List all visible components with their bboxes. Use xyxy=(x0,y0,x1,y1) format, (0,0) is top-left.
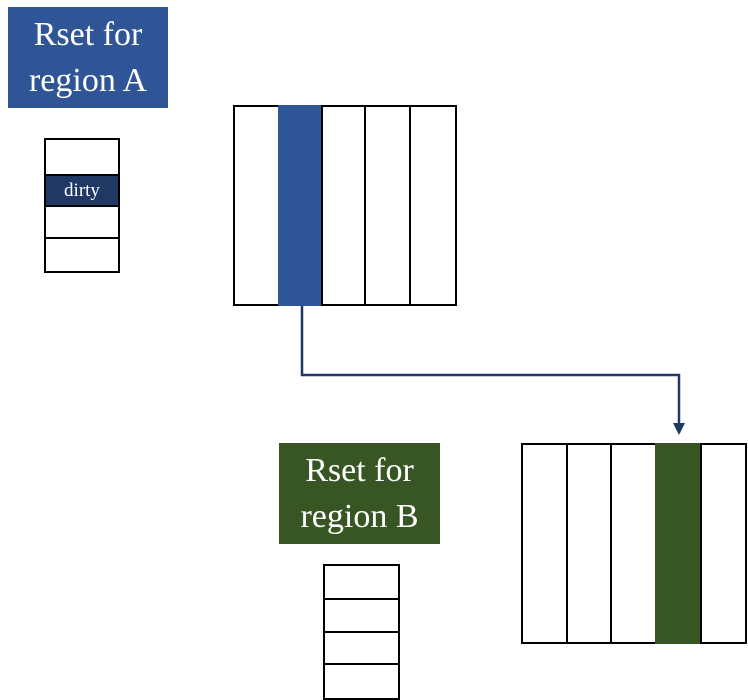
region-b-card xyxy=(700,443,747,644)
region-a-title-line1: Rset for xyxy=(33,15,143,53)
region-a-card-highlighted xyxy=(278,105,325,306)
region-b-title-line2: region B xyxy=(300,497,419,535)
region-a-card xyxy=(321,105,368,306)
region-b xyxy=(521,443,748,644)
region-b-rset-table xyxy=(323,564,400,700)
region-b-title: Rset for region B xyxy=(279,443,440,544)
region-a-rset-table: dirty xyxy=(44,138,120,273)
region-a-title-line2: region A xyxy=(28,61,148,99)
region-a-rset-cell-dirty: dirty xyxy=(44,174,120,207)
region-b-card-highlighted xyxy=(655,443,702,644)
region-b-rset-cell xyxy=(323,663,400,700)
region-b-rset-cell xyxy=(323,631,400,665)
region-b-card xyxy=(521,443,568,644)
region-a-card xyxy=(409,105,457,306)
region-b-card xyxy=(566,443,613,644)
region-b-card xyxy=(610,443,657,644)
region-a-title: Rset for region A xyxy=(8,7,168,108)
region-b-rset-cell xyxy=(323,564,400,600)
reference-arrow-line xyxy=(300,306,685,435)
region-a xyxy=(233,105,457,306)
region-b-title-line1: Rset for xyxy=(305,451,414,489)
region-a-rset-cell xyxy=(44,237,120,273)
region-a-card xyxy=(233,105,280,306)
region-b-rset-cell xyxy=(323,598,400,633)
